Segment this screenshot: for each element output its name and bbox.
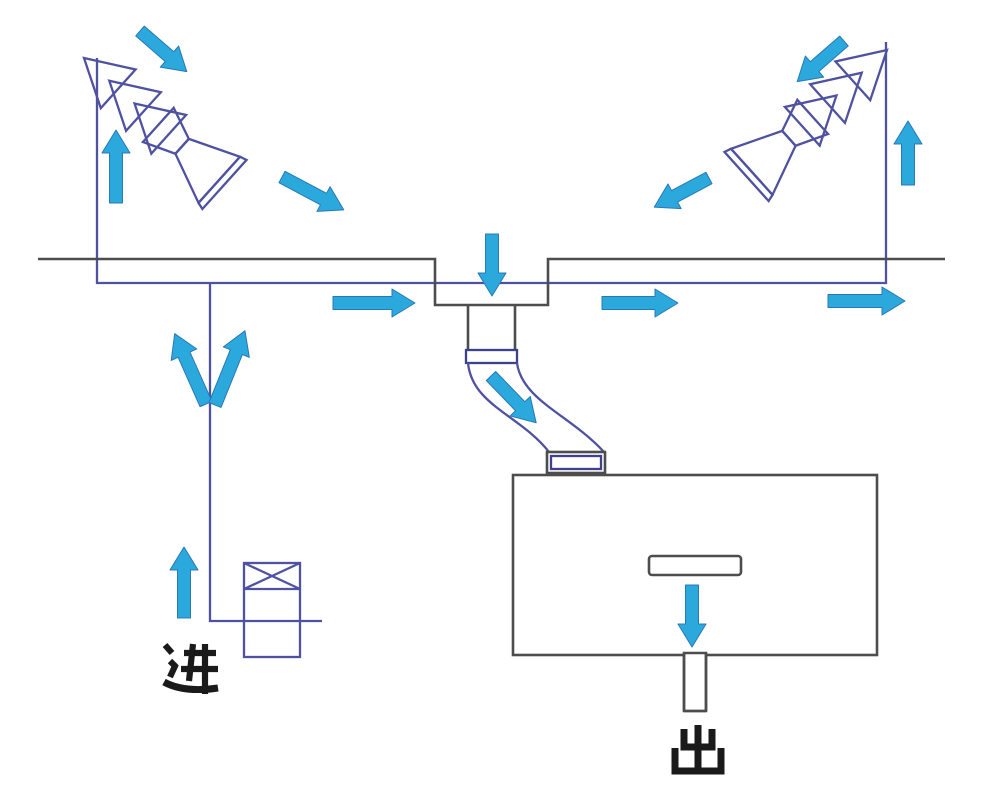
s-pipe-left-wall [466,362,550,453]
jin-sweep-stroke [162,678,219,693]
valve-bowtie-icon [243,561,301,591]
inlet-branch-pipe [208,283,322,623]
inlet-valve [242,561,302,659]
jin-left-vertical [185,643,197,682]
flow-arrows [101,25,923,648]
jin-dot-stroke [162,642,175,656]
valve-body [242,561,302,659]
arrow-branch-up-right [208,330,250,408]
arrow-riser-left [101,129,131,204]
outlet-stub-pipe [682,651,708,713]
arrow-outflow-right [653,171,713,210]
outlet-label-glyph-chu [671,725,725,775]
internal-slot [647,554,743,577]
arrow-ceiling-down [477,233,507,297]
chu-lower-u [671,748,725,775]
s-curved-duct [466,362,605,453]
nozzle-cone-2 [807,71,864,126]
s-pipe-right-wall [515,362,605,453]
inlet-label-glyph-jin [162,642,219,694]
arrow-branch-up-left [170,333,213,408]
arrow-outflow-left [278,170,345,212]
nozzle-cone-1 [833,48,889,103]
arrow-riser-right [893,120,923,186]
nozzle-cone-3 [132,101,189,156]
right-nozzle-array [722,48,889,203]
drop-duct-walls [466,305,517,351]
arrow-inflow-top-right [796,35,849,83]
arrow-plenum-left [332,288,416,318]
jin-zig-stroke [167,658,179,679]
arrow-plenum-right-2 [827,286,906,316]
left-nozzle-array [82,56,249,211]
arrow-box-down [677,584,707,648]
venturi-exit-flange [197,155,249,211]
arrow-inflow-top-left [135,25,188,73]
box-inlet-flange-inner [549,454,603,471]
nozzle-cone-1 [82,56,138,111]
nozzle-cone-2 [107,79,164,134]
outlet-stub-walls [682,653,708,713]
box-inlet-flange-outer [545,450,607,475]
arrow-s-pipe-down [485,370,537,424]
arrow-plenum-right-1 [601,288,679,318]
drop-duct-flange [464,348,519,365]
arrow-inlet-up [169,546,199,619]
chu-upper-u [680,729,716,751]
ceiling-line-with-recess [38,257,945,307]
nozzle-cone-3 [782,93,839,148]
venturi-exit-flange [722,147,774,203]
